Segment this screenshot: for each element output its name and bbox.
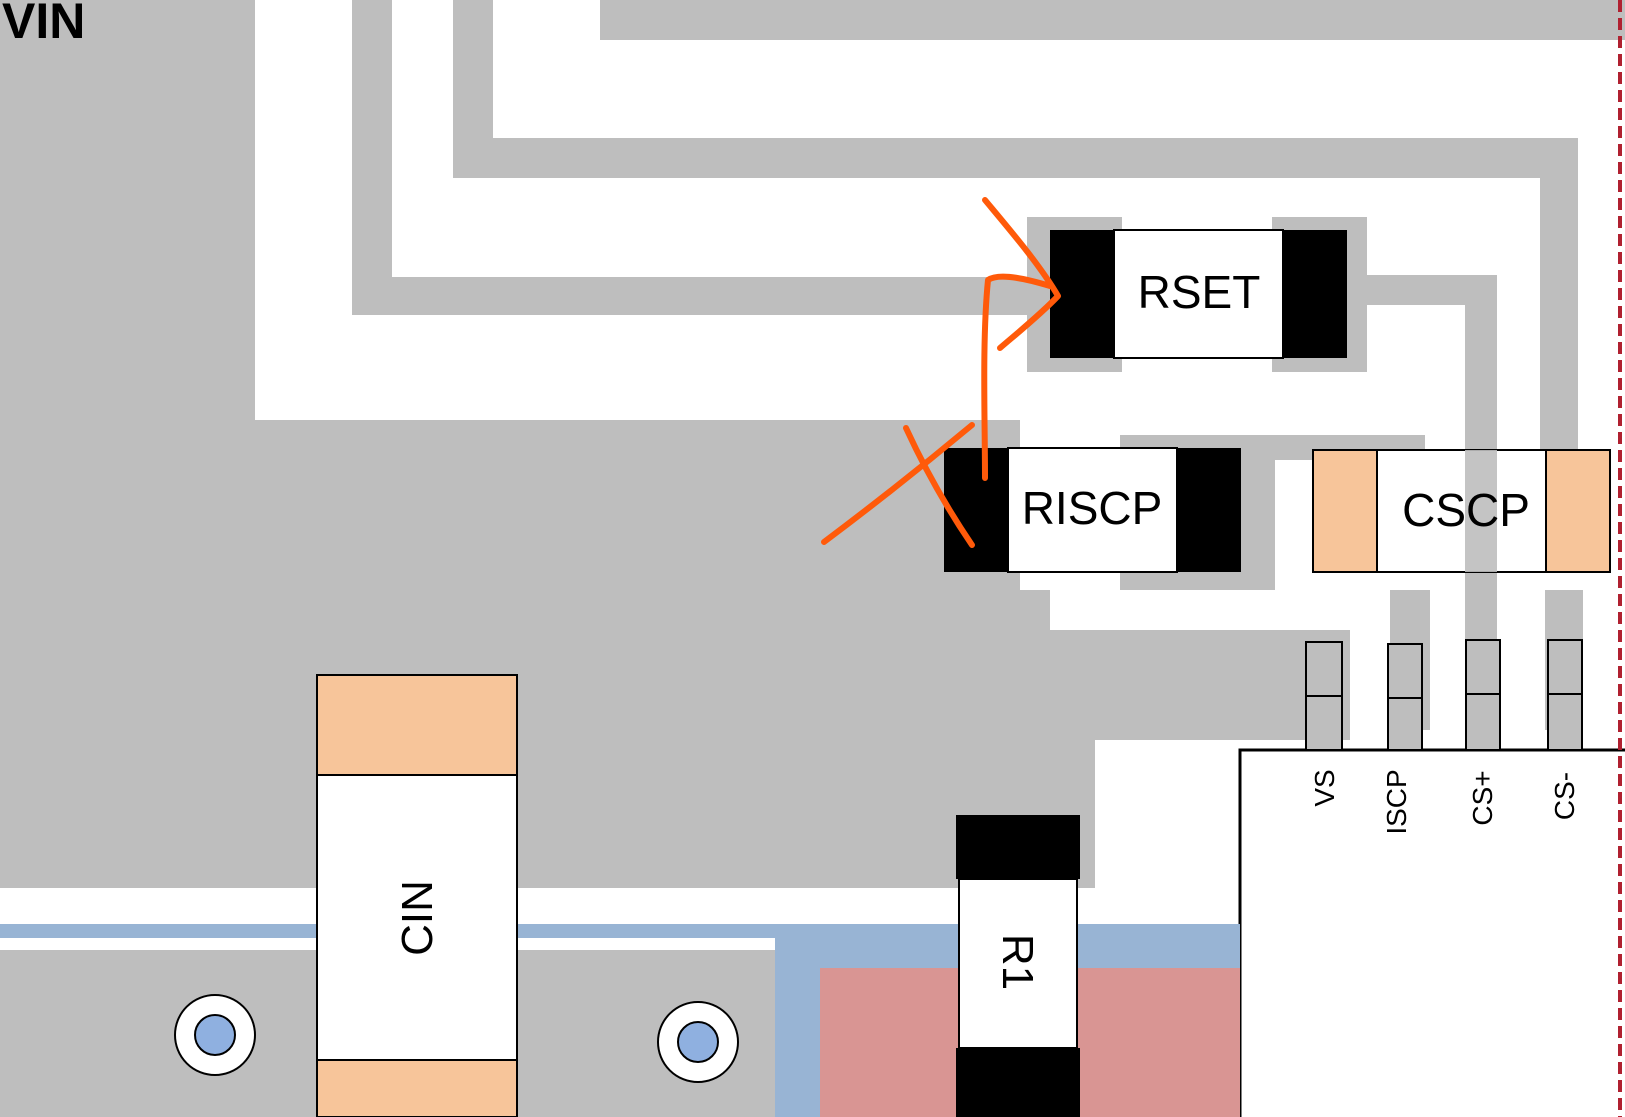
markup-strike-long <box>821 422 975 545</box>
markup-strike-short <box>903 425 975 548</box>
via-left <box>174 994 256 1076</box>
pin-label-iscp: ISCP <box>1381 769 1412 834</box>
r1-label: R1 <box>993 934 1042 990</box>
via-right <box>657 1001 739 1083</box>
ic-package: VS ISCP CS+ CS- <box>1238 639 1625 1117</box>
pin-label-vs: VS <box>1309 769 1340 806</box>
pin-label-cs-plus: CS+ <box>1467 770 1498 825</box>
markup-reroute-line <box>981 273 1053 481</box>
cin-footprint: CIN <box>316 674 518 1117</box>
ic-pin-labels: VS ISCP CS+ CS- <box>1309 769 1580 834</box>
markup-arrowhead <box>982 197 1061 351</box>
cscp-footprint: CSCP <box>1312 449 1611 573</box>
rset-label: RSET <box>1138 266 1261 318</box>
ic-pin-pads <box>1305 639 1583 751</box>
cin-label: CIN <box>393 880 442 956</box>
pin-label-cs-minus: CS- <box>1549 772 1580 820</box>
riscp-label: RISCP <box>1022 482 1163 534</box>
riscp-footprint: RISCP <box>944 447 1241 573</box>
cscp-label: CSCP <box>1402 484 1530 536</box>
rset-footprint: RSET <box>1027 217 1367 372</box>
markup-annotation <box>821 197 1061 548</box>
r1-footprint: R1 <box>956 815 1080 1117</box>
vin-label: VIN <box>2 0 85 49</box>
